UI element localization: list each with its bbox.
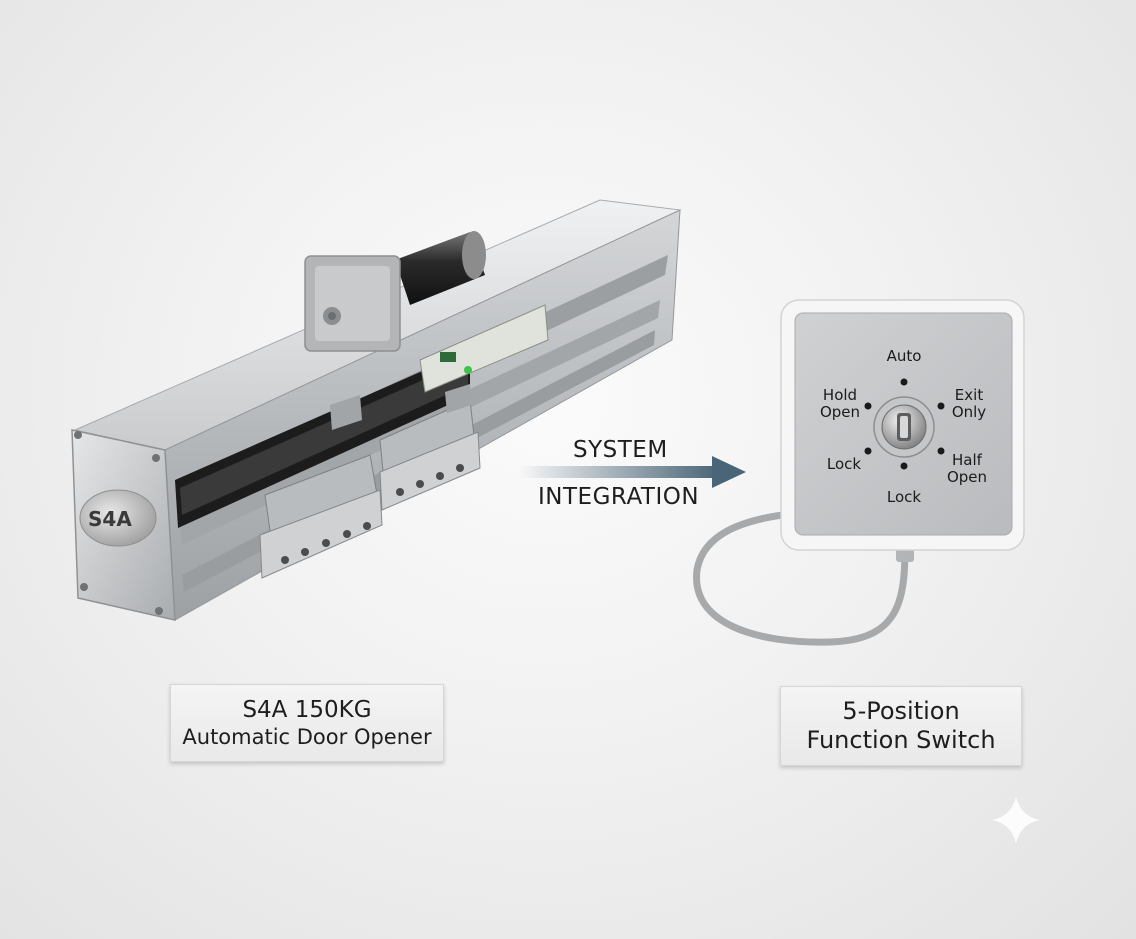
switch-caption-line1: 5-Position (842, 697, 960, 725)
sparkle-icon (992, 796, 1040, 844)
exit-only-line1: Exit (954, 386, 984, 404)
switch-position-auto: Auto (886, 347, 922, 365)
half-open-line1: Half (952, 451, 982, 469)
hold-open-line2: Open (819, 403, 861, 421)
switch-position-lock-left: Lock (826, 455, 862, 473)
half-open-line2: Open (946, 468, 988, 486)
opener-caption-line2: Automatic Door Opener (182, 725, 432, 749)
arrow-right-icon (518, 456, 746, 488)
end-cap (71, 429, 176, 621)
hanger-carriages (259, 384, 481, 579)
switch-cable (693, 510, 909, 646)
exit-only-line2: Only (951, 403, 987, 421)
opener-caption: S4A 150KG Automatic Door Opener (170, 684, 444, 762)
key-cylinder-icon (873, 396, 935, 458)
switch-position-hold-open: Hold Open (815, 387, 865, 421)
motor (304, 231, 486, 352)
switch-position-half-open: Half Open (942, 452, 992, 486)
switch-position-exit-only: Exit Only (946, 387, 992, 421)
controller-board (419, 304, 549, 393)
function-switch-housing (780, 299, 1025, 551)
switch-caption: 5-Position Function Switch (780, 686, 1022, 766)
switch-caption-line2: Function Switch (806, 726, 996, 754)
opener-badge-text: S4A (88, 507, 132, 531)
hold-open-line1: Hold (822, 386, 858, 404)
opener-caption-line1: S4A 150KG (242, 697, 372, 723)
integration-title-line1: SYSTEM (573, 437, 668, 463)
switch-position-lock-bottom: Lock (886, 488, 922, 506)
integration-title-line2: INTEGRATION (538, 484, 700, 510)
